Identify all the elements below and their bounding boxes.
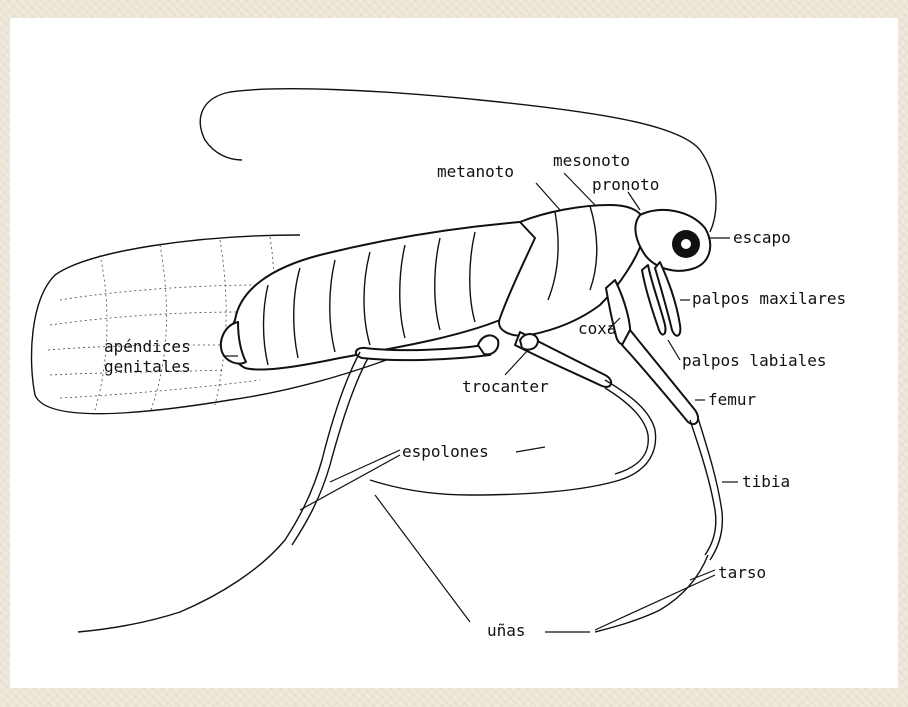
antenna [200, 89, 716, 232]
label-apendices: apéndices [104, 337, 191, 356]
label-coxa: coxa [578, 319, 617, 338]
abdomen [230, 222, 556, 370]
label-metanoto: metanoto [437, 162, 514, 181]
label-femur: femur [708, 390, 757, 409]
label-unas: uñas [487, 621, 526, 640]
label-palpos-labiales: palpos labiales [682, 351, 827, 370]
label-palpos-maxilares: palpos maxilares [692, 289, 846, 308]
label-pronoto: pronoto [592, 175, 659, 194]
label-trocanter: trocanter [462, 377, 549, 396]
head [635, 210, 710, 271]
label-tarso: tarso [718, 563, 766, 582]
label-mesonoto: mesonoto [553, 151, 630, 170]
label-espolones: espolones [402, 442, 489, 461]
label-genitales: genitales [104, 357, 191, 376]
label-tibia: tibia [742, 472, 790, 491]
label-escapo: escapo [733, 228, 791, 247]
